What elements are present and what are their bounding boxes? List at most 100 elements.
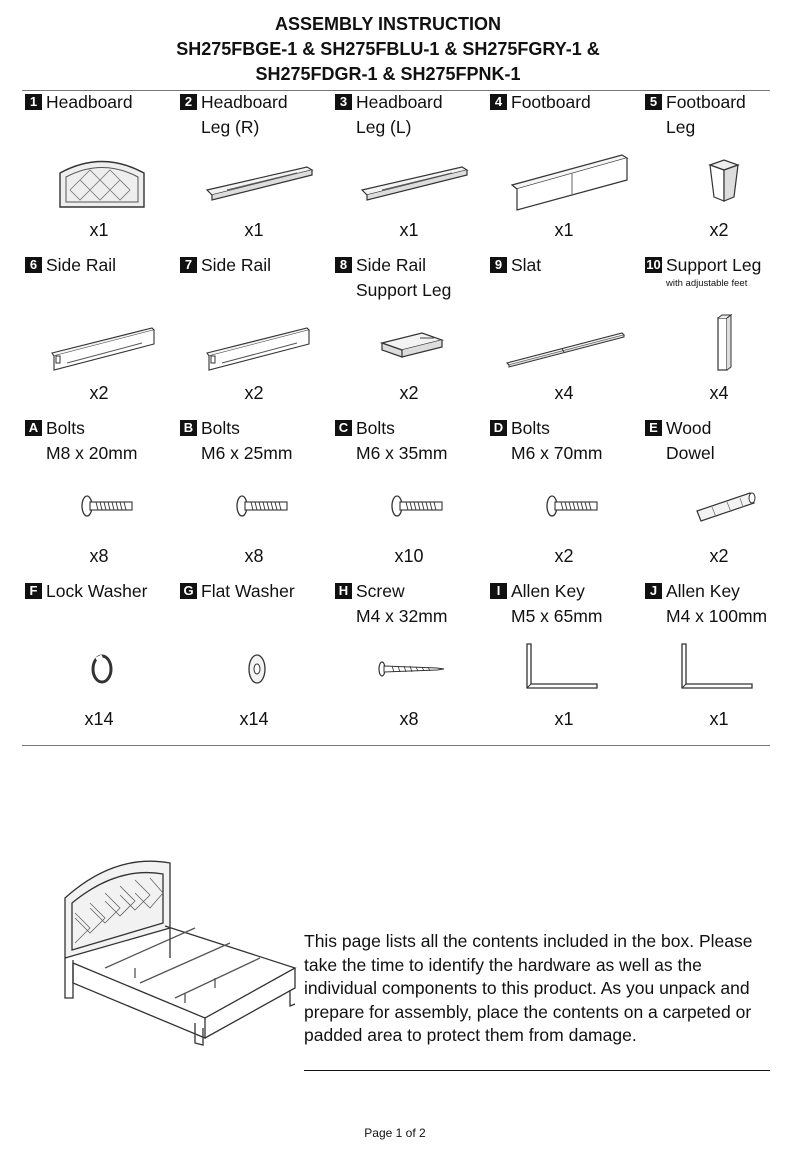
part-number-badge: 7 [180, 257, 197, 273]
part-number-badge: D [490, 420, 507, 436]
part-name: Support Leg [666, 255, 762, 275]
part-number-badge: 5 [645, 94, 662, 110]
part-number-badge: 2 [180, 94, 197, 110]
part-quantity: x10 [394, 546, 424, 566]
part-number-badge: H [335, 583, 352, 599]
headboard-icon [32, 145, 172, 215]
model-numbers-line-1: SH275FBGE-1 & SH275FBLU-1 & SH275FGRY-1 … [176, 39, 600, 59]
part-number-badge: F [25, 583, 42, 599]
part-name: Side Rail [201, 255, 272, 275]
divider [22, 90, 770, 91]
part-note: with adjustable feet [666, 278, 748, 289]
part-number-badge: B [180, 420, 197, 436]
allen-key-icon [497, 634, 637, 704]
part-name: Allen Key M5 x 65mm [511, 581, 603, 626]
part-number-badge: E [645, 420, 662, 436]
part-quantity: x1 [244, 220, 264, 240]
part-quantity: x14 [239, 709, 269, 729]
footboard-leg-icon [652, 145, 792, 215]
part-name: Headboard Leg (R) [201, 92, 288, 137]
part-quantity: x2 [89, 383, 109, 403]
part-name: Headboard [46, 92, 133, 112]
document-title: ASSEMBLY INSTRUCTION [274, 14, 502, 34]
part-name: Flat Washer [201, 581, 295, 601]
part-quantity: x2 [399, 383, 419, 403]
part-quantity: x8 [89, 546, 109, 566]
part-quantity: x1 [554, 709, 574, 729]
page-number: Page 1 of 2 [364, 1126, 426, 1140]
part-name: Bolts M6 x 70mm [511, 418, 603, 463]
part-number-badge: 4 [490, 94, 507, 110]
part-quantity: x8 [244, 546, 264, 566]
part-quantity: x2 [244, 383, 264, 403]
side-rail-icon [187, 308, 327, 378]
headboard-leg-icon [187, 145, 327, 215]
side-rail-icon [32, 308, 172, 378]
part-name: Footboard Leg [666, 92, 746, 137]
part-number-badge: A [25, 420, 42, 436]
part-name: Footboard [511, 92, 591, 112]
allen-key-icon [652, 634, 792, 704]
part-number-badge: 8 [335, 257, 352, 273]
bolt-icon [187, 471, 327, 541]
part-quantity: x1 [709, 709, 729, 729]
part-quantity: x1 [89, 220, 109, 240]
footboard-icon [497, 145, 637, 215]
part-name: Slat [511, 255, 542, 275]
part-quantity: x1 [399, 220, 419, 240]
part-name: Screw M4 x 32mm [356, 581, 448, 626]
model-numbers-line-2: SH275FDGR-1 & SH275FPNK-1 [255, 64, 521, 84]
part-quantity: x1 [554, 220, 574, 240]
part-number-badge: C [335, 420, 352, 436]
part-name: Side Rail Support Leg [356, 255, 452, 300]
screw-icon [342, 634, 482, 704]
bolt-icon [342, 471, 482, 541]
part-number-badge: 3 [335, 94, 352, 110]
part-quantity: x14 [84, 709, 114, 729]
support-leg-plate-icon [342, 308, 482, 378]
part-number-badge: 10 [645, 257, 662, 273]
bolt-icon [32, 471, 172, 541]
part-quantity: x4 [709, 383, 729, 403]
divider [22, 745, 770, 746]
part-name: Bolts M8 x 20mm [46, 418, 138, 463]
part-number-badge: 9 [490, 257, 507, 273]
part-name: Allen Key M4 x 100mm [666, 581, 768, 626]
part-quantity: x2 [554, 546, 574, 566]
contents-description: This page lists all the contents include… [304, 931, 753, 1045]
